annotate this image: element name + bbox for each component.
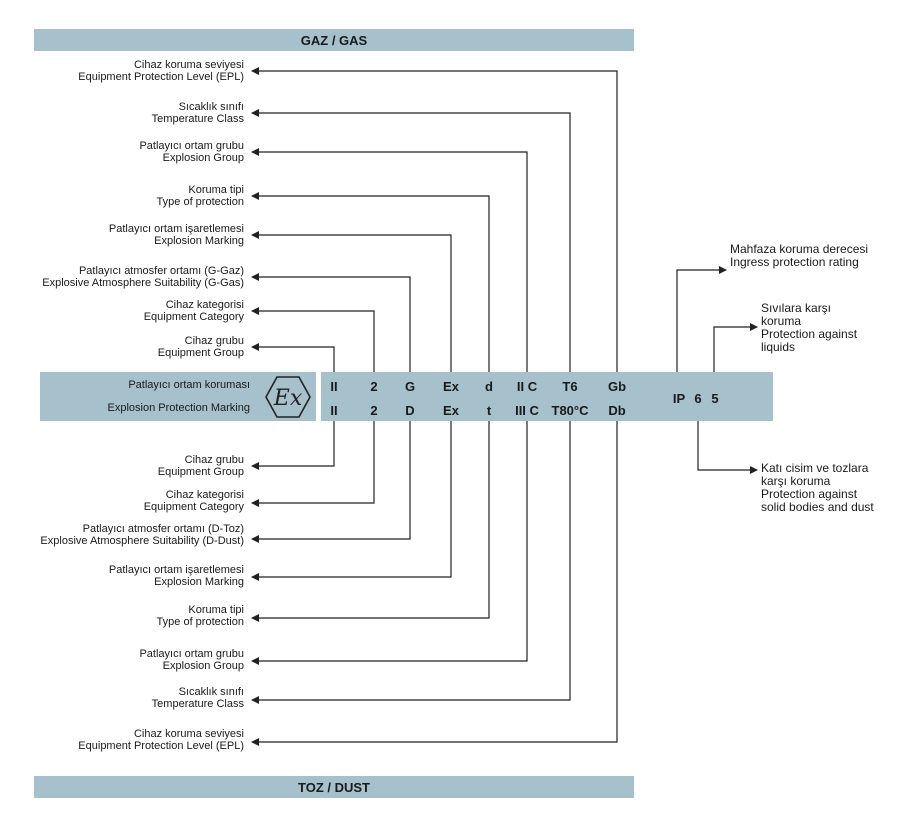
ip-code-prefix: IP [672,391,686,406]
gas-atmosphere-connector [251,273,411,372]
dust-code-temperature: T80°C [551,403,589,418]
ip-ingress-connector [676,266,727,372]
gas-header-bar: GAZ / GAS [34,29,634,51]
gas-code-explosion-group: II C [516,379,538,394]
gas-header-title: GAZ / GAS [300,32,368,48]
ip-code-solids: 6 [694,391,702,406]
dust-header-bar: TOZ / DUST [34,776,634,798]
marking-band-codes [321,372,773,421]
gas-code-epl: Gb [607,379,627,394]
dust-protection-type-connector [251,421,490,622]
dust-code-explosion-group: III C [515,403,539,418]
gas-code-marking: Ex [443,379,459,394]
gas-code-temperature: T6 [562,379,578,394]
gas-code-atmosphere: G [404,379,416,394]
dust-code-marking: Ex [443,403,459,418]
marking-band-left [40,372,316,421]
gas-explosion-group-connector [251,148,528,372]
ip-liquids-connector [713,323,758,372]
dust-label-atmosphere: Patlayıcı atmosfer ortamı (D-Toz)Explosi… [40,523,244,547]
gas-epl-connector [251,67,618,372]
svg-text:Ex: Ex [273,386,303,411]
gas-temperature-connector [251,109,571,372]
gas-code-group: II [330,379,338,394]
gas-marking-connector [251,231,452,372]
dust-group-connector [251,421,335,470]
marking-label-tr: Patlayıcı ortam koruması [128,379,250,391]
dust-category-connector [251,421,375,507]
marking-label-en: Explosion Protection Marking [107,402,250,414]
gas-label-atmosphere: Patlayıcı atmosfer ortamı (G-Gaz)Explosi… [42,265,244,289]
gas-group-connector [251,343,335,372]
dust-code-protection-type: t [486,403,492,418]
dust-header-title: TOZ / DUST [298,779,370,795]
gas-category-connector [251,307,375,372]
dust-epl-connector [251,421,618,746]
ip-solids-connector [697,421,758,474]
gas-protection-type-connector [251,192,490,372]
ex-hexagon-icon: Ex [265,376,311,418]
dust-atmosphere-connector [251,421,411,543]
dust-marking-connector [251,421,452,581]
gas-code-category: 2 [370,379,378,394]
dust-code-category: 2 [370,403,378,418]
dust-code-epl: Db [608,403,626,418]
dust-code-atmosphere: D [405,403,415,418]
ip-code-liquids: 5 [711,391,719,406]
dust-code-group: II [330,403,338,418]
dust-explosion-group-connector [251,421,528,665]
gas-code-protection-type: d [485,379,493,394]
dust-temperature-connector [251,421,571,704]
